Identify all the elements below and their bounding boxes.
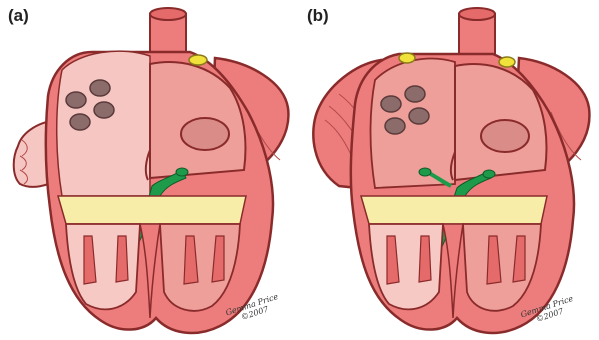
left-atrium — [371, 59, 456, 188]
sinoatrial-node — [189, 55, 207, 65]
av-node — [176, 168, 188, 176]
aorta-opening — [459, 8, 495, 20]
panel-b: (b) Gemma Price ©2007 — [299, 0, 599, 340]
fossa-ovalis — [181, 118, 229, 150]
sinoatrial-node — [499, 57, 515, 67]
panel-label-a: (a) — [8, 6, 29, 26]
valve-annulus — [58, 196, 246, 224]
valve-annulus — [361, 196, 547, 224]
left-atrial-node — [399, 53, 415, 63]
heart-illustration-a — [0, 0, 300, 340]
av-node — [483, 170, 495, 178]
left-av-node — [419, 168, 431, 176]
fossa-ovalis — [481, 120, 529, 152]
panel-a: (a) Gemma Price ©2007 — [0, 0, 300, 340]
heart-illustration-b — [299, 0, 599, 340]
panel-label-b: (b) — [307, 6, 329, 26]
aorta-opening — [150, 8, 186, 20]
